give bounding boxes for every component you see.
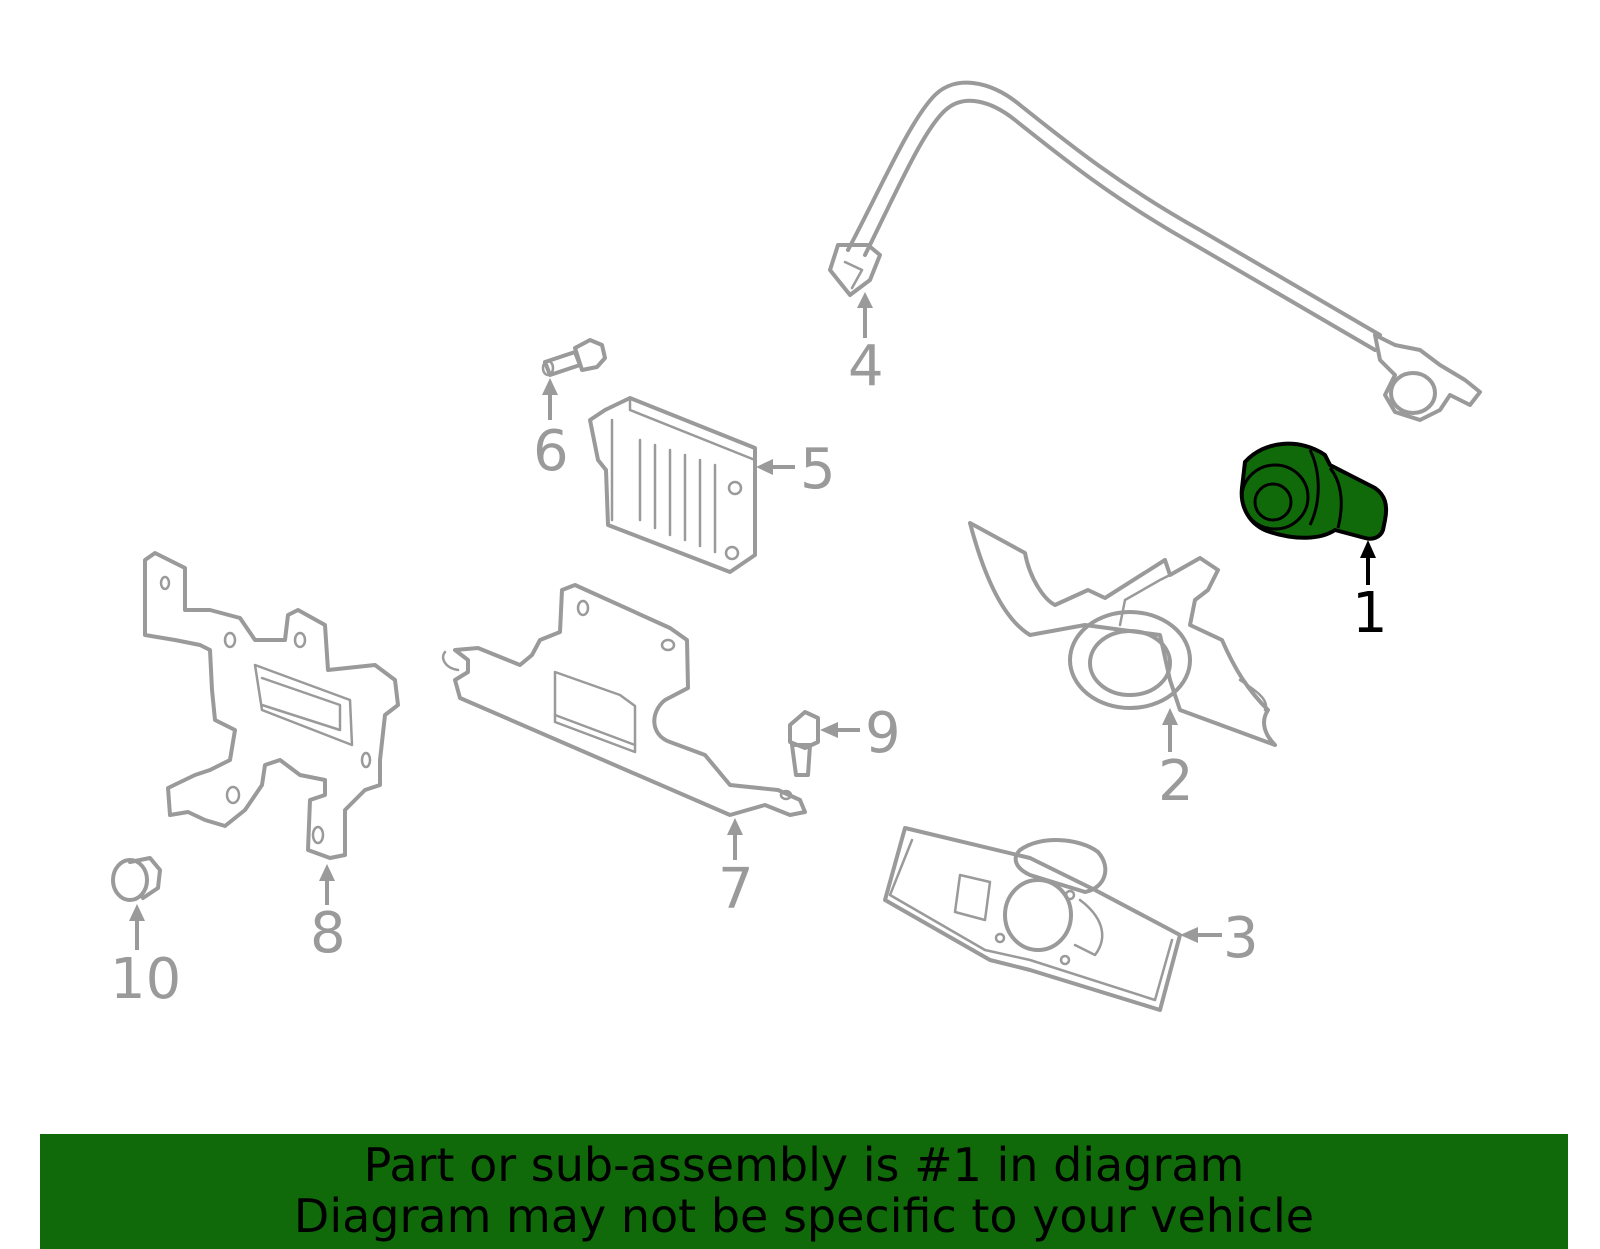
svg-text:9: 9 (865, 701, 901, 766)
banner-line-2: Diagram may not be specific to your vehi… (293, 1189, 1315, 1243)
svg-text:4: 4 (848, 334, 884, 399)
part-10-clip[interactable] (111, 856, 162, 902)
callout-2: 2 (1158, 708, 1194, 814)
callout-10: 10 (110, 904, 181, 1012)
part-1-sensor-highlighted[interactable] (1239, 441, 1389, 541)
svg-text:8: 8 (310, 901, 346, 966)
callout-5: 5 (756, 437, 836, 502)
callout-8: 8 (310, 864, 346, 966)
callout-3: 3 (1180, 906, 1259, 971)
callout-9: 9 (820, 701, 901, 766)
part-9-bolt[interactable] (788, 710, 820, 777)
info-banner: Part or sub-assembly is #1 in diagram Di… (40, 1134, 1568, 1249)
callout-7: 7 (718, 818, 754, 922)
part-5-control-module[interactable] (588, 396, 757, 574)
part-3-mounting-plate[interactable] (883, 826, 1182, 1012)
svg-text:6: 6 (533, 419, 569, 484)
callout-6: 6 (533, 378, 569, 484)
part-6-bolt[interactable] (541, 338, 607, 377)
callout-4: 4 (848, 292, 884, 399)
svg-text:7: 7 (718, 857, 754, 922)
banner-line-1: Part or sub-assembly is #1 in diagram (363, 1138, 1245, 1192)
part-8-mounting-bracket[interactable] (143, 551, 400, 860)
svg-text:10: 10 (110, 947, 181, 1012)
callout-1: 1 (1352, 540, 1388, 646)
part-7-bracket-plate[interactable] (441, 583, 807, 817)
part-4-wire-harness[interactable] (828, 80, 1482, 422)
svg-text:5: 5 (800, 437, 836, 502)
svg-text:2: 2 (1158, 749, 1194, 814)
svg-text:1: 1 (1352, 581, 1388, 646)
svg-text:3: 3 (1223, 906, 1259, 971)
part-2-sensor-bracket[interactable] (968, 521, 1277, 747)
